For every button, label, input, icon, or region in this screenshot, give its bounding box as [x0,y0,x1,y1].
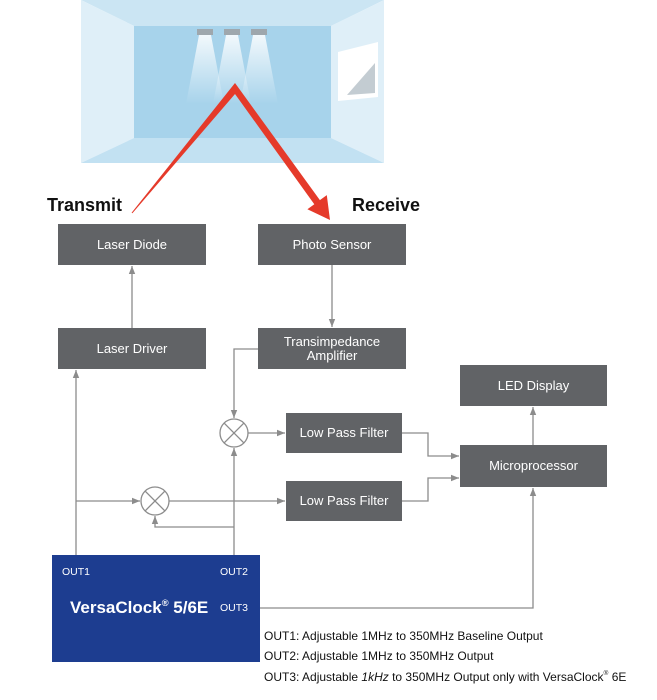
connector-amplifier-to-mixer [230,348,258,418]
versaclock-block: OUT1 OUT2 OUT3 VersaClock® 5/6E [52,555,260,662]
transimpedance-amplifier-block: Transimpedance Amplifier [258,328,406,369]
block-label: LED Display [497,377,570,393]
block-label: Photo Sensor [292,236,372,252]
registered-mark: ® [161,598,169,608]
microprocessor-block: Microprocessor [460,445,607,487]
out3-label: OUT3 [220,602,249,614]
connectors [72,265,537,609]
low-pass-filter-bottom-block: Low Pass Filter [286,481,402,521]
block-label: Low Pass Filter [299,425,389,440]
connector-filter-top-to-micro [402,432,459,460]
connector-out2-to-mixer-bottom [151,516,234,528]
block-label: Low Pass Filter [299,493,389,508]
block-label-line2: Amplifier [306,347,358,363]
photo-sensor-block: Photo Sensor [258,224,406,265]
mixer-icon [219,418,249,448]
note-out1: OUT1: Adjustable 1MHz to 350MHz Baseline… [264,629,543,643]
room-left-wall [81,0,134,163]
window-icon [338,42,378,101]
block-label: Microprocessor [489,458,578,473]
connector-filter-bottom-to-micro [402,474,459,502]
connector-out3-to-micro [260,488,537,609]
laser-driver-block: Laser Driver [58,328,206,369]
versaclock-name: VersaClock® 5/6E [70,598,208,618]
mixer-icon [140,486,170,516]
ceiling-light-icon [213,29,251,104]
versaclock-brand: VersaClock [70,598,162,617]
block-label-line1: Transimpedance [283,333,381,349]
block-label: Laser Driver [96,340,168,356]
note-out3-middle: to 350MHz Output only with VersaClock [388,670,604,684]
out2-label: OUT2 [220,566,249,578]
led-display-block: LED Display [460,365,607,406]
ceiling-light-icon [240,29,278,104]
registered-mark: ® [603,670,609,677]
transmit-label: Transmit [47,195,123,215]
note-out3-suffix: 6E [608,670,627,684]
out1-label: OUT1 [62,566,91,578]
versaclock-model: 5/6E [168,598,209,617]
note-out3-prefix: OUT3: Adjustable [264,670,362,684]
room-illustration [81,0,384,163]
laser-diode-block: Laser Diode [58,224,206,265]
note-out3-italic: 1kHz [361,670,389,684]
ceiling-light-icon [186,29,224,104]
note-out3: OUT3: Adjustable 1kHz to 350MHz Output o… [264,670,626,684]
room-floor [81,138,384,163]
room-ceiling [81,0,384,26]
note-out2: OUT2: Adjustable 1MHz to 350MHz Output [264,649,494,663]
block-label: Laser Diode [96,236,168,252]
low-pass-filter-top-block: Low Pass Filter [286,413,402,453]
receive-label: Receive [352,195,421,215]
